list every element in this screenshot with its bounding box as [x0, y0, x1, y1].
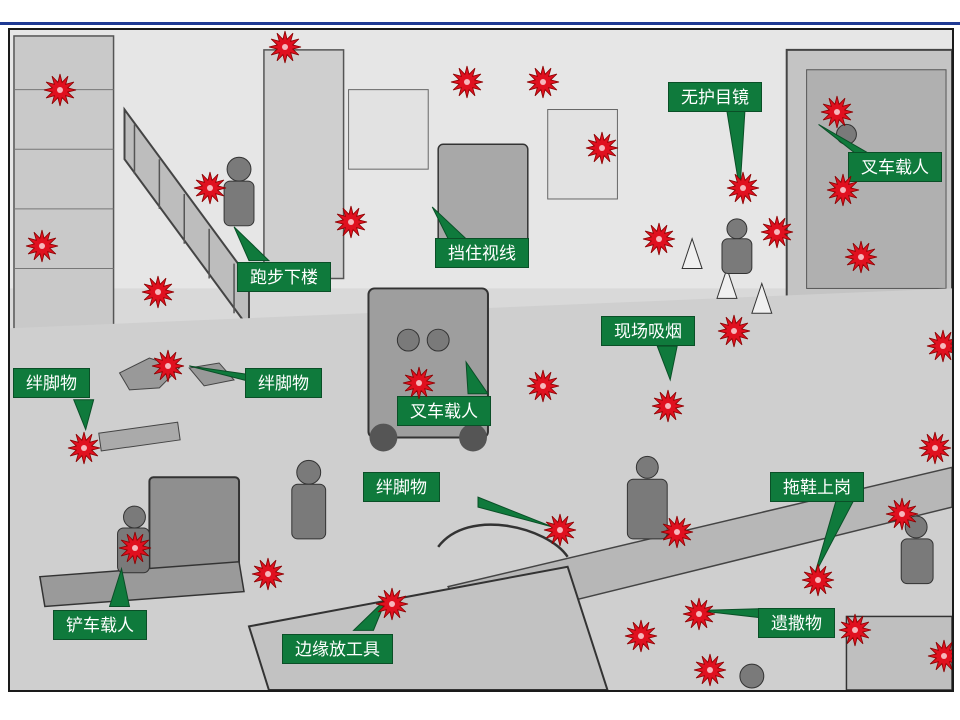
callout-smoking-on-site: 现场吸烟 — [601, 316, 695, 346]
hazard-star-icon — [926, 329, 952, 363]
hazard-star-icon — [624, 619, 658, 653]
hazard-star-icon — [760, 215, 794, 249]
hazard-star-icon — [651, 389, 685, 423]
callout-tools-on-edge: 边缘放工具 — [282, 634, 393, 664]
hazard-star-icon — [820, 95, 854, 129]
hazard-star-icon — [918, 431, 952, 465]
hazard-star-icon — [585, 131, 619, 165]
header-rule — [0, 22, 960, 25]
hazard-star-icon — [67, 431, 101, 465]
callout-pallet-truck-rider: 铲车载人 — [53, 610, 147, 640]
callout-running-downstairs: 跑步下楼 — [237, 262, 331, 292]
callout-forklift-rider-center: 叉车载人 — [397, 396, 491, 426]
callout-trip-hazard-floor: 绊脚物 — [363, 472, 440, 502]
hazard-star-icon — [717, 314, 751, 348]
hazard-star-icon — [801, 563, 835, 597]
hazard-star-icon — [151, 349, 185, 383]
callout-no-goggles: 无护目镜 — [668, 82, 762, 112]
hazard-star-icon — [334, 205, 368, 239]
hazard-star-icon — [450, 65, 484, 99]
hazard-star-icon — [726, 171, 760, 205]
callout-blocked-view: 挡住视线 — [435, 238, 529, 268]
callout-spilled-items: 遗撒物 — [758, 608, 835, 638]
hazard-star-icon — [25, 229, 59, 263]
callout-trip-hazard-left: 绊脚物 — [13, 368, 90, 398]
hazard-star-icon — [826, 173, 860, 207]
hazard-star-icon — [251, 557, 285, 591]
hazard-star-icon — [642, 222, 676, 256]
hazard-star-icon — [402, 366, 436, 400]
hazard-star-icon — [844, 240, 878, 274]
callout-trip-hazard-mid: 绊脚物 — [245, 368, 322, 398]
hazard-star-icon — [43, 73, 77, 107]
hazard-star-icon — [693, 653, 727, 687]
hazard-star-icon — [141, 275, 175, 309]
hazard-star-icon — [885, 497, 919, 531]
hazard-star-icon — [838, 613, 872, 647]
hazard-star-icon — [543, 513, 577, 547]
hazard-star-icon — [927, 639, 952, 673]
hazard-star-icon — [193, 171, 227, 205]
hazard-star-icon — [375, 587, 409, 621]
hazard-star-icon — [118, 531, 152, 565]
callout-pointers — [72, 111, 873, 631]
hazard-star-icon — [526, 369, 560, 403]
warehouse-safety-illustration: 无护目镜 叉车载人 跑步下楼 挡住视线 现场吸烟 绊脚物 绊脚物 叉车载人 绊脚… — [8, 28, 954, 692]
callout-slippers-at-post: 拖鞋上岗 — [770, 472, 864, 502]
hazard-star-icon — [526, 65, 560, 99]
hazard-star-icon — [682, 597, 716, 631]
callout-forklift-rider-top-right: 叉车载人 — [848, 152, 942, 182]
hazard-star-icon — [268, 30, 302, 64]
hazard-star-icon — [660, 515, 694, 549]
